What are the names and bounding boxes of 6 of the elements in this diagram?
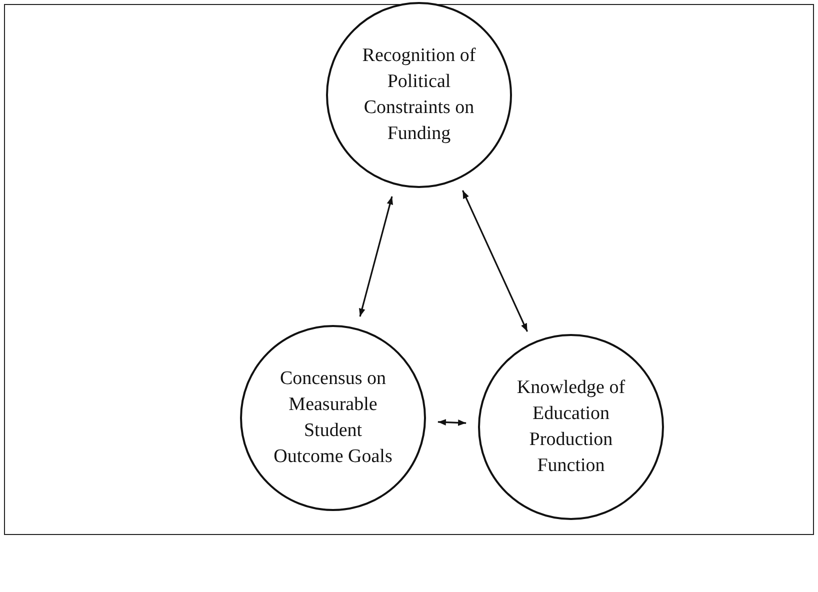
concept-text: Concensus on Measurable Student Outcome Goals	[273, 367, 393, 469]
double-arrow	[438, 419, 466, 426]
concept-text: Recognition of Political Constraints on Funding	[361, 44, 477, 146]
double-arrow	[358, 196, 394, 317]
double-arrow	[462, 190, 528, 332]
concept-text: Knowledge of Education Production Function	[516, 376, 626, 478]
